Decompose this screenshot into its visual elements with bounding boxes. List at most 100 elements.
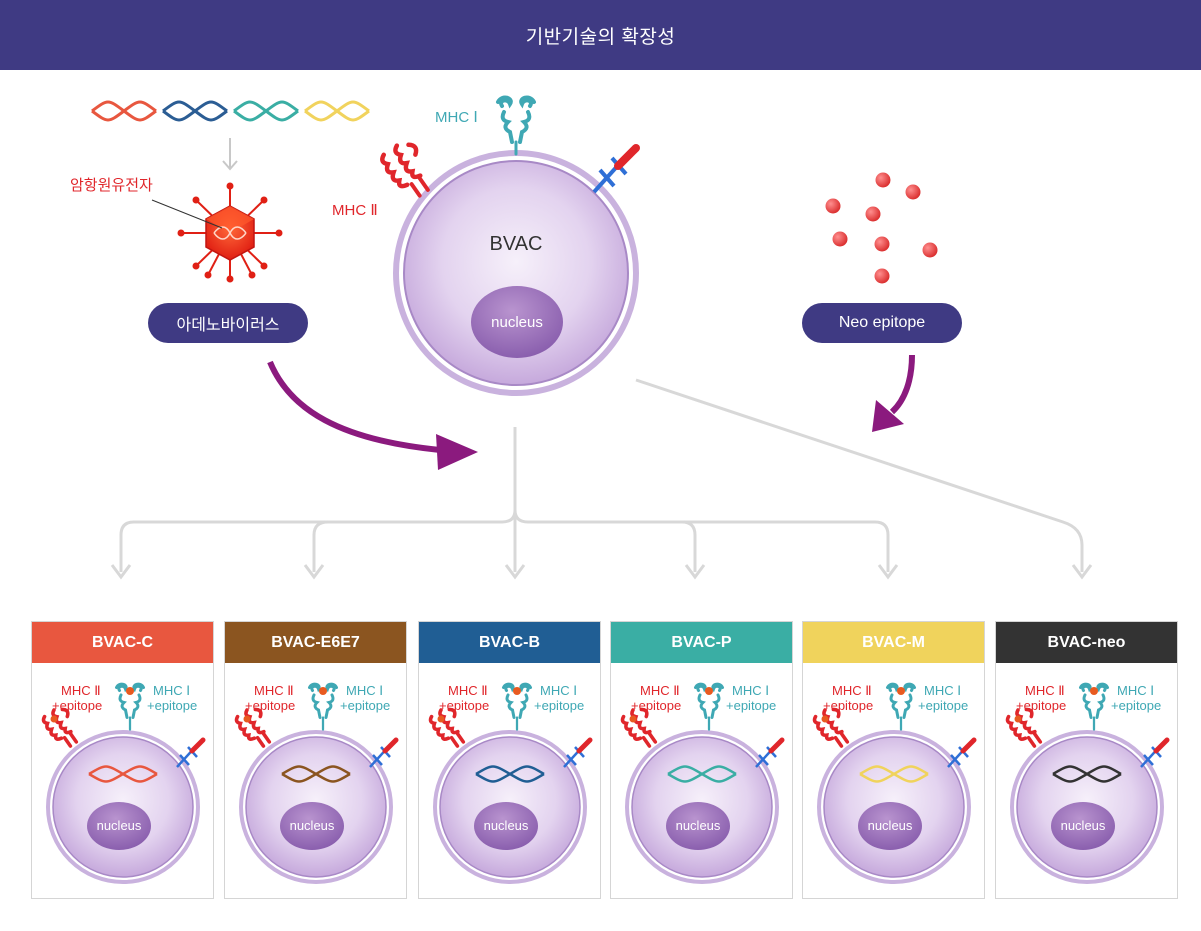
bvac-card-title: BVAC-M	[803, 622, 984, 663]
mhc1-icon	[115, 682, 145, 731]
mhc1-epitope-label: +epitope	[1111, 698, 1161, 713]
dna-strand-icon	[475, 765, 545, 783]
mhc1-icon	[496, 95, 536, 156]
nucleus-label: nucleus	[1061, 818, 1106, 833]
cell-label: BVAC	[490, 233, 543, 255]
mhc1-icon	[886, 682, 916, 731]
bvac-card-title: BVAC-B	[419, 622, 600, 663]
nucleus-label: nucleus	[868, 818, 913, 833]
mhc2-icon	[380, 142, 430, 198]
dna-strand-icon	[1052, 765, 1122, 783]
dna-strand-icon	[162, 100, 228, 122]
neo-to-tree-arrow	[872, 354, 915, 432]
mhc1-icon	[694, 682, 724, 731]
mhc2-label: MHC Ⅱ	[832, 683, 872, 698]
adenovirus-icon	[177, 182, 283, 283]
dna-strand-icon	[859, 765, 929, 783]
bvac-card-title: BVAC-C	[32, 622, 213, 663]
bvac-card-title: BVAC-P	[611, 622, 792, 663]
oncogene-pointer-line	[151, 199, 223, 229]
dna-strand-icon	[91, 100, 157, 122]
epitope-dot	[513, 687, 521, 695]
adenovirus-to-cell-arrow	[267, 360, 478, 470]
connector-tree	[110, 378, 1093, 580]
receptor-icon	[369, 737, 399, 768]
mhc1-icon	[308, 682, 338, 731]
nucleus-label: nucleus	[491, 314, 543, 331]
dna-strand-icon	[233, 100, 299, 122]
mhc2-epitope-label: +epitope	[1016, 698, 1066, 713]
neo-epitope-dots	[825, 172, 938, 284]
mhc1-label: MHC Ⅰ	[346, 683, 383, 698]
oncogene-label: 암항원유전자	[70, 177, 153, 194]
epitope-dot	[319, 687, 327, 695]
receptor-icon	[592, 144, 640, 194]
mhc1-epitope-label: +epitope	[918, 698, 968, 713]
epitope-dot	[705, 687, 713, 695]
mhc2-label: MHC Ⅱ	[1025, 683, 1065, 698]
epitope-dot	[1090, 687, 1098, 695]
mhc2-epitope-label: +epitope	[823, 698, 873, 713]
antigen-gene-dna-row	[91, 100, 370, 122]
mhc1-label: MHC Ⅰ	[924, 683, 961, 698]
mhc1-icon	[1079, 682, 1109, 731]
dna-strand-icon	[304, 100, 370, 122]
epitope-dot	[1014, 715, 1022, 723]
epitope-dot	[243, 715, 251, 723]
mhc2-epitope-label: +epitope	[439, 698, 489, 713]
receptor-icon	[563, 737, 593, 768]
mhc1-epitope-label: +epitope	[147, 698, 197, 713]
mhc2-epitope-label: +epitope	[52, 698, 102, 713]
mhc2-icon	[428, 707, 466, 748]
mhc2-icon	[234, 707, 272, 748]
mhc2-epitope-label: +epitope	[245, 698, 295, 713]
nucleus-label: nucleus	[484, 818, 529, 833]
nucleus-label: nucleus	[676, 818, 721, 833]
receptor-icon	[947, 737, 977, 768]
epitope-dot	[821, 715, 829, 723]
bvac-card-title: BVAC-neo	[996, 622, 1177, 663]
nucleus	[474, 802, 538, 850]
mhc1-label: MHC Ⅰ	[435, 109, 478, 126]
nucleus	[471, 286, 563, 358]
nucleus	[858, 802, 922, 850]
mhc2-label: MHC Ⅱ	[448, 683, 488, 698]
mhc2-label: MHC Ⅱ	[61, 683, 101, 698]
receptor-icon	[176, 737, 206, 768]
neo-epitope-pill: Neo epitope	[802, 303, 962, 343]
down-arrow-icon	[222, 138, 238, 171]
dna-strand-icon	[281, 765, 351, 783]
mhc1-label: MHC Ⅰ	[540, 683, 577, 698]
mhc1-epitope-label: +epitope	[340, 698, 390, 713]
mhc1-label: MHC Ⅰ	[732, 683, 769, 698]
epitope-dot	[437, 715, 445, 723]
mhc1-label: MHC Ⅰ	[153, 683, 190, 698]
bvac-cell: BVAC nucleus	[393, 150, 639, 396]
nucleus	[87, 802, 151, 850]
dna-strand-icon	[667, 765, 737, 783]
mhc2-label: MHC Ⅱ	[332, 202, 378, 219]
epitope-dot	[50, 715, 58, 723]
dna-strand-icon	[88, 765, 158, 783]
receptor-icon	[1140, 737, 1170, 768]
receptor-icon	[755, 737, 785, 768]
mhc2-label: MHC Ⅱ	[640, 683, 680, 698]
epitope-dot	[897, 687, 905, 695]
nucleus	[666, 802, 730, 850]
mhc2-epitope-label: +epitope	[631, 698, 681, 713]
epitope-dot	[126, 687, 134, 695]
mhc2-label: MHC Ⅱ	[254, 683, 294, 698]
nucleus	[1051, 802, 1115, 850]
mhc1-label: MHC Ⅰ	[1117, 683, 1154, 698]
